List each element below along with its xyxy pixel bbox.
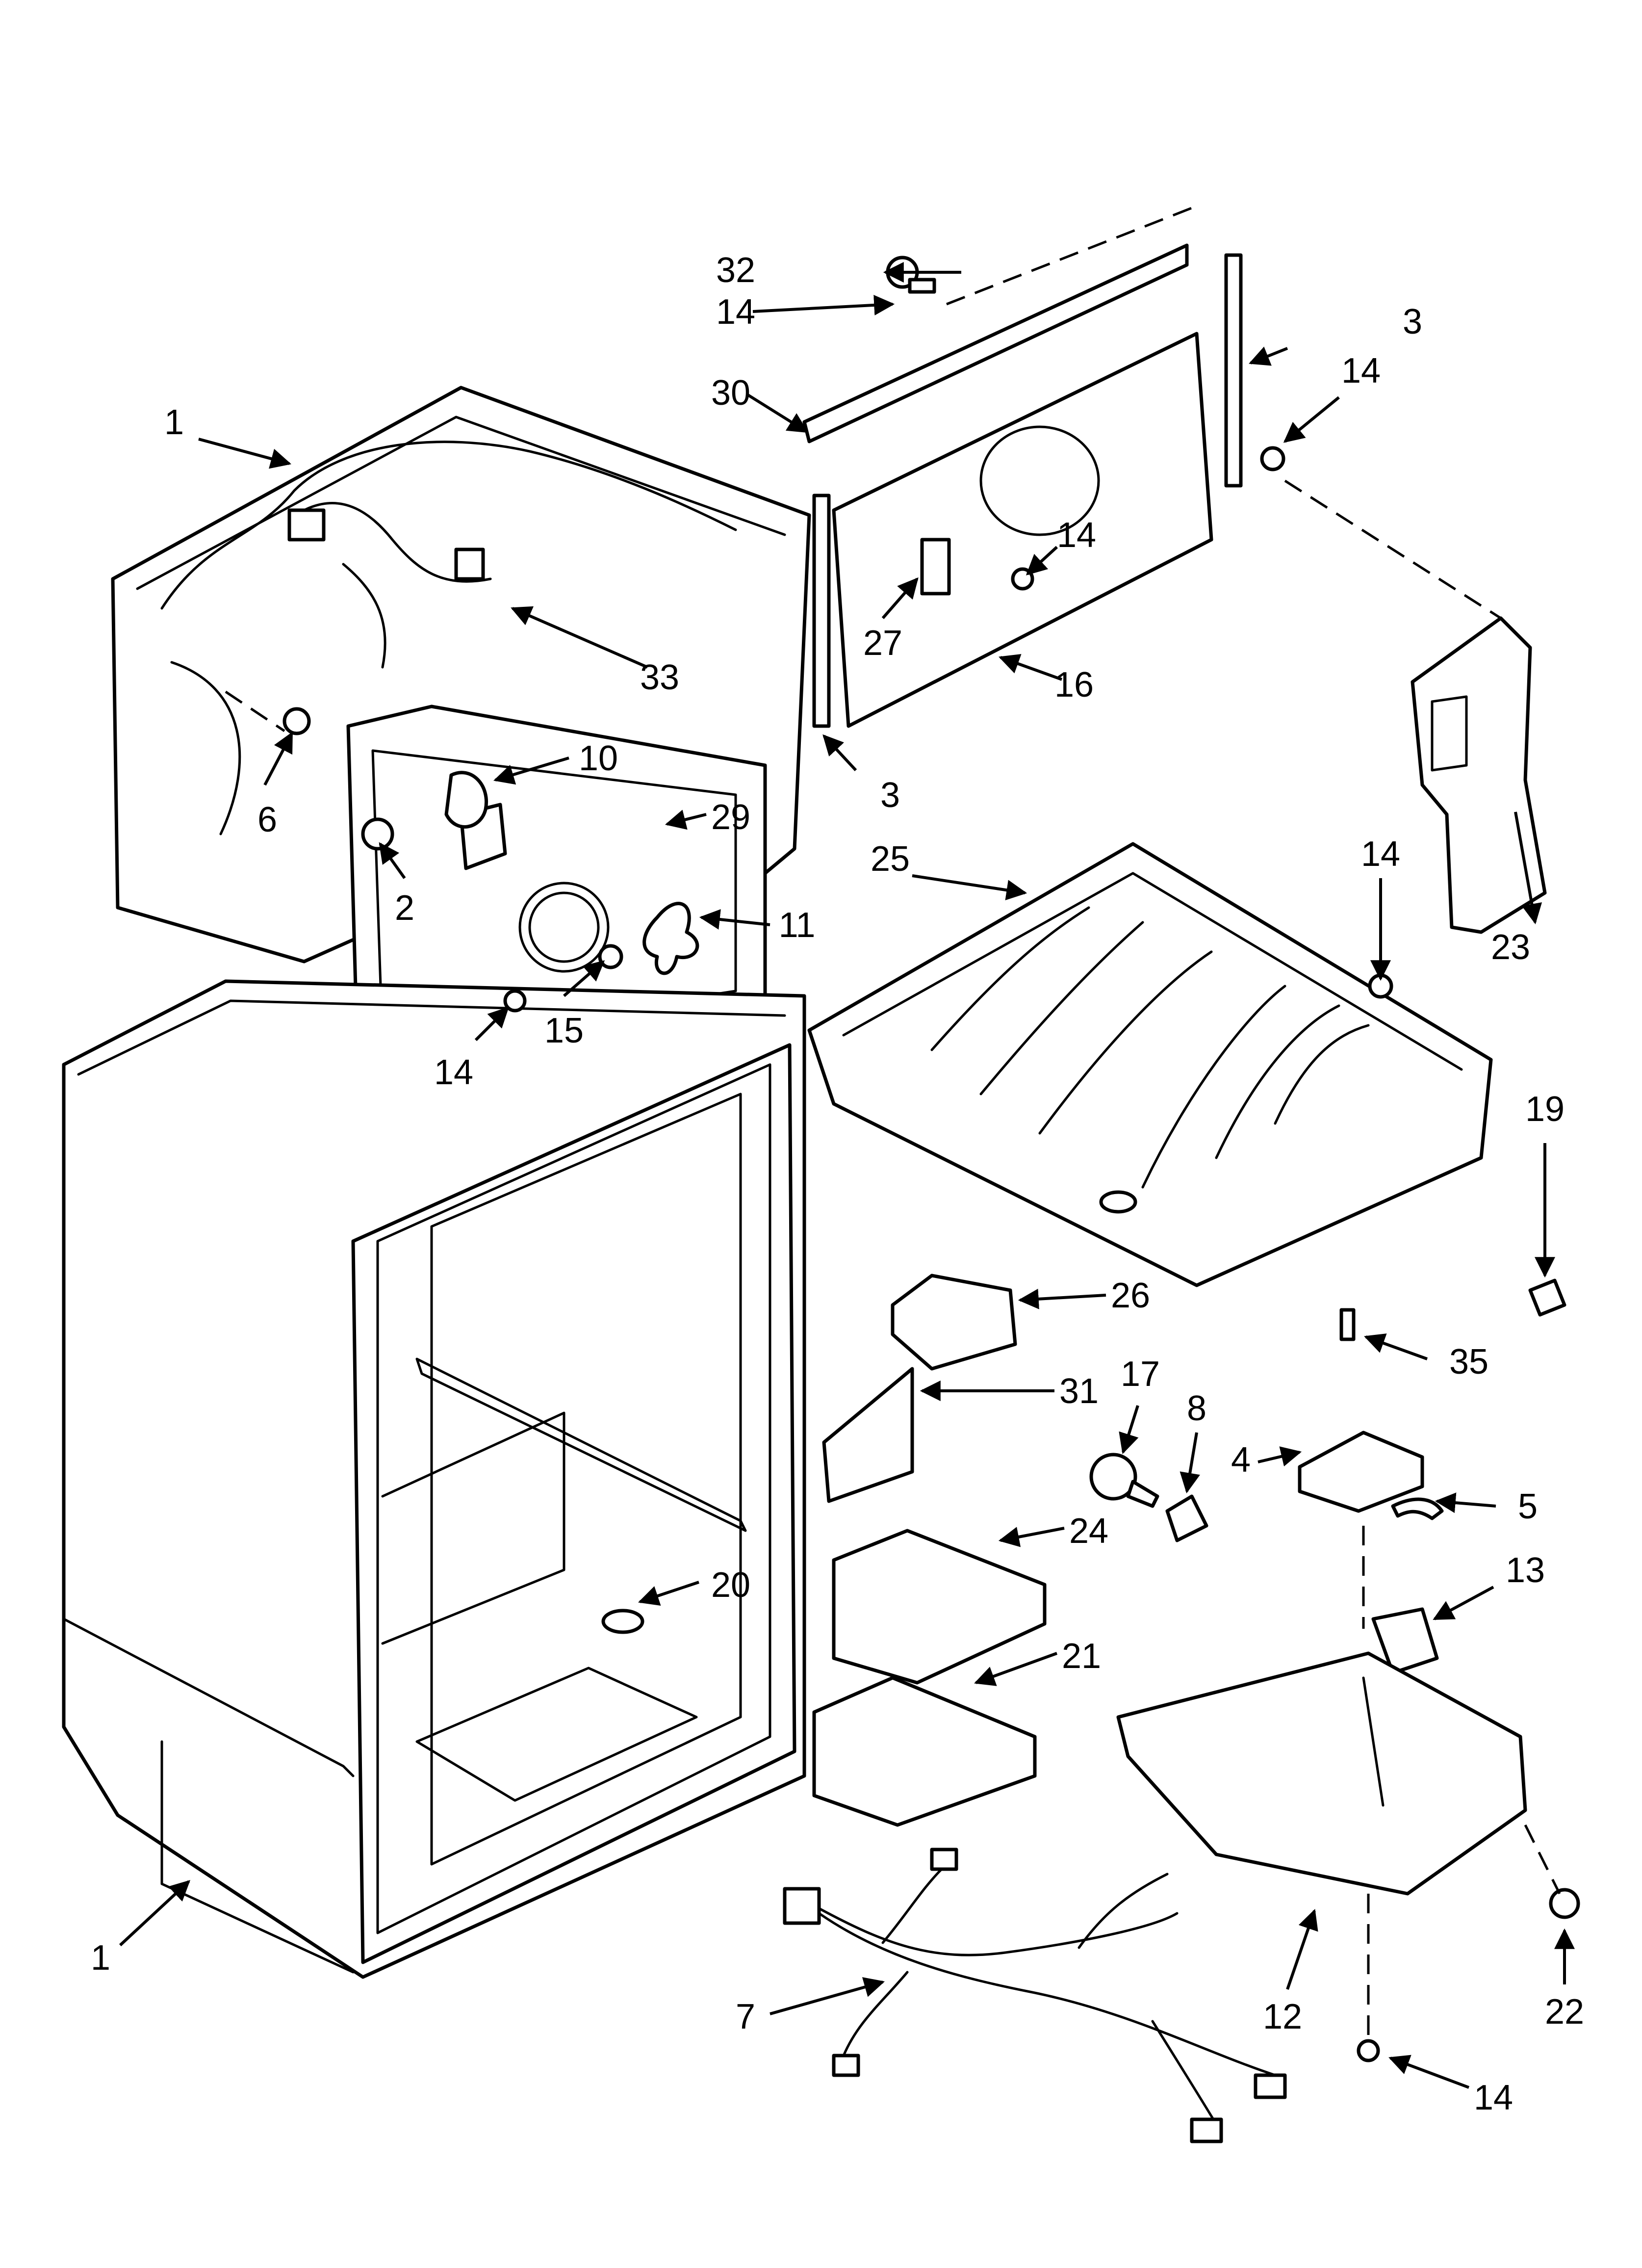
refrigerator-liner <box>62 979 806 1979</box>
callout-35: 35 <box>1449 1342 1488 1382</box>
callout-17: 17 <box>1121 1355 1160 1394</box>
callout-2: 2 <box>395 888 414 928</box>
callout-14-tray: 14 <box>1361 834 1400 874</box>
alignment-lines <box>225 205 1561 2036</box>
callout-3-right: 3 <box>1403 302 1422 341</box>
callout-8: 8 <box>1187 1389 1206 1428</box>
callout-6: 6 <box>257 800 277 839</box>
control-housing <box>1411 616 1547 934</box>
callout-21: 21 <box>1062 1637 1101 1676</box>
callout-14-evap: 14 <box>1057 516 1096 555</box>
callout-13: 13 <box>1506 1551 1545 1590</box>
callout-15: 15 <box>544 1011 584 1050</box>
callout-20: 20 <box>711 1565 750 1605</box>
callout-33: 33 <box>640 658 679 697</box>
callout-11: 11 <box>779 906 816 945</box>
callout-1-top: 1 <box>164 403 184 442</box>
callout-labels: 1 2 3 3 4 5 6 7 8 10 11 12 13 14 14 14 1… <box>91 251 1584 2117</box>
callout-23: 23 <box>1491 928 1530 967</box>
callout-leaders <box>119 262 1575 2089</box>
callout-14-top: 14 <box>716 292 755 332</box>
callout-14-right: 14 <box>1341 351 1381 391</box>
callout-29: 29 <box>711 798 750 837</box>
callout-14-fan: 14 <box>434 1053 473 1092</box>
evaporator-cover <box>802 243 1243 728</box>
callout-7: 7 <box>736 1997 755 2036</box>
callout-1-bottom: 1 <box>91 1938 110 1978</box>
callout-32: 32 <box>716 251 755 290</box>
callout-19: 19 <box>1525 1090 1565 1129</box>
wire-harness <box>783 1848 1287 2143</box>
callout-22: 22 <box>1545 1992 1584 2032</box>
callout-4: 4 <box>1231 1440 1251 1480</box>
callout-27: 27 <box>863 624 902 663</box>
callout-16: 16 <box>1054 665 1094 704</box>
callout-30: 30 <box>711 373 750 413</box>
callout-14-bottom: 14 <box>1474 2078 1513 2117</box>
callout-26: 26 <box>1111 1276 1150 1315</box>
callout-10: 10 <box>579 739 618 778</box>
callout-24: 24 <box>1069 1512 1108 1551</box>
callout-12: 12 <box>1263 1997 1302 2036</box>
small-parts <box>282 256 1580 2062</box>
shelf-tray <box>807 842 1493 1287</box>
callout-31: 31 <box>1059 1372 1099 1411</box>
callout-5: 5 <box>1518 1487 1538 1526</box>
callout-25: 25 <box>871 839 910 879</box>
callout-3-left: 3 <box>880 776 900 815</box>
